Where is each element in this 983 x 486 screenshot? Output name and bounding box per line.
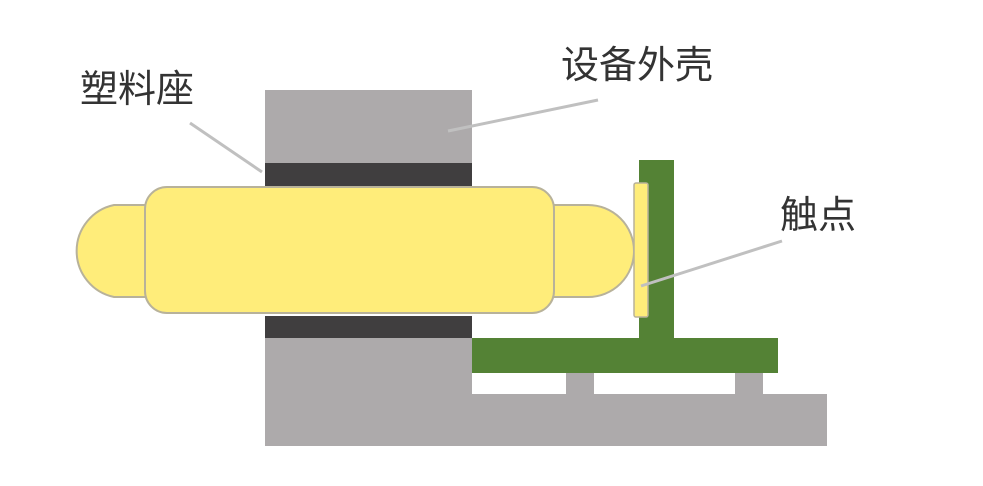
plastic-seat-top bbox=[265, 163, 472, 187]
plunger-body bbox=[144, 186, 555, 314]
housing-base-plate bbox=[472, 394, 827, 446]
plunger-left-cap bbox=[75, 204, 151, 298]
label-device-housing: 设备外壳 bbox=[561, 43, 713, 87]
support-post-right bbox=[735, 372, 763, 396]
plunger-right-cap bbox=[549, 204, 635, 298]
housing-upper-block bbox=[265, 90, 472, 165]
label-contact: 触点 bbox=[780, 193, 856, 237]
housing-lower-block bbox=[265, 336, 472, 446]
leader-line-device-housing bbox=[447, 98, 599, 133]
contact-bracket-horizontal bbox=[472, 338, 778, 373]
support-post-left bbox=[566, 372, 594, 396]
plastic-seat-bottom bbox=[265, 316, 472, 338]
contact-strip bbox=[633, 182, 649, 318]
leader-line-contact bbox=[640, 239, 783, 288]
label-plastic-seat: 塑料座 bbox=[80, 67, 194, 111]
leader-line-plastic-seat bbox=[189, 121, 263, 174]
